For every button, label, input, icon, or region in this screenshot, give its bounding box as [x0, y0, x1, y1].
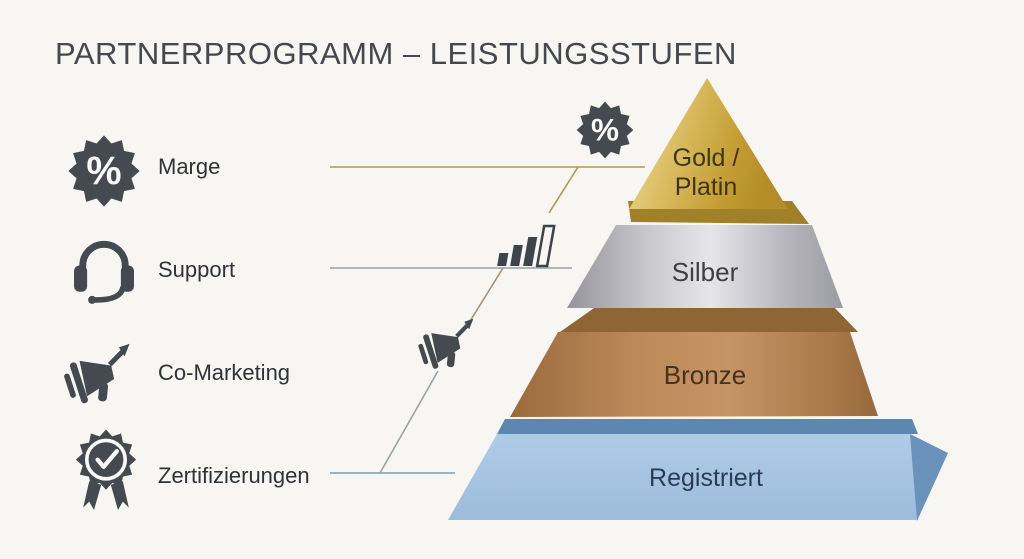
- level-label-bronze: Bronze: [663, 360, 747, 390]
- megaphone-icon-small: [415, 319, 482, 374]
- level-label-gold-platin: Gold / Platin: [673, 144, 740, 202]
- pyramid: [448, 78, 948, 521]
- level-label-gold-line2: Platin: [674, 173, 738, 201]
- benefit-label-marge: Marge: [158, 154, 221, 179]
- pyramid-level-blue-shape: [448, 434, 917, 520]
- pyramid-level-bronze-shape: [510, 332, 878, 417]
- percent-badge-icon-small: %: [576, 101, 634, 159]
- level-label-registriert: Registriert: [649, 464, 763, 492]
- diagonal-gold: [548, 166, 579, 214]
- page-title: PARTNERPROGRAMM – LEISTUNGSSTUFEN: [55, 36, 737, 71]
- pyramid-level-silver-shape: [567, 225, 843, 308]
- certificate-rosette-icon: [76, 429, 136, 510]
- blue-level-back: [497, 419, 918, 434]
- benefit-label-support: Support: [158, 257, 236, 282]
- bronze-level-back: [560, 306, 858, 332]
- percent-glyph: %: [86, 149, 121, 193]
- blue-level-side: [880, 419, 948, 521]
- megaphone-icon: [60, 344, 140, 410]
- level-label-gold-line1: Gold /: [672, 144, 740, 172]
- headset-icon: [74, 244, 134, 304]
- diagonal-mid: [466, 267, 504, 327]
- percent-glyph: %: [591, 112, 619, 148]
- percent-badge-icon: %: [68, 135, 140, 207]
- pyramid-level-gold-shape: [629, 78, 788, 209]
- level-label-silber: Silber: [671, 257, 739, 287]
- connector-lines: [330, 166, 645, 474]
- benefit-label-zertifizierungen: Zertifizierungen: [158, 463, 310, 488]
- signal-bars-icon: [495, 224, 556, 268]
- diagonal-low: [379, 370, 439, 474]
- benefit-label-co-marketing: Co-Marketing: [158, 360, 291, 385]
